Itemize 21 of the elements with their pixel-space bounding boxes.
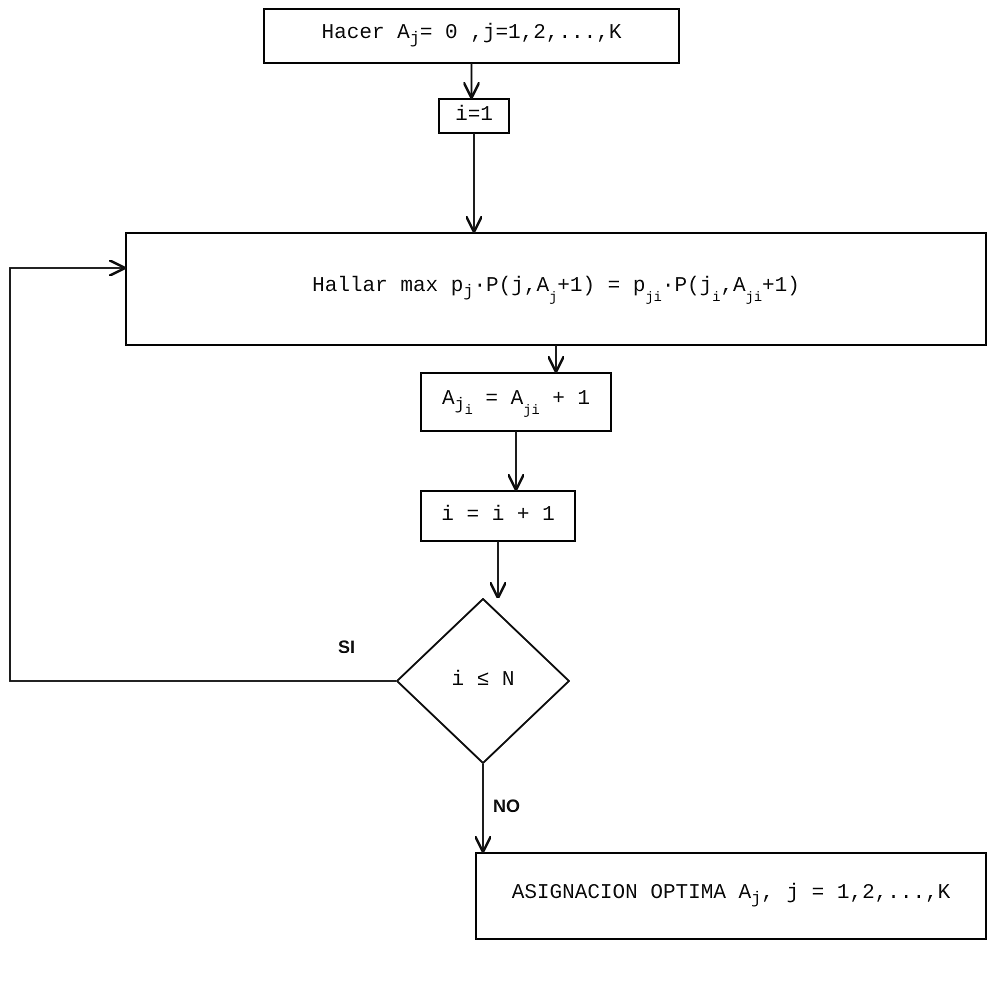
- arrow: [464, 134, 484, 234]
- arrow: [474, 764, 492, 854]
- process-box: [125, 232, 987, 346]
- process-box: [420, 372, 612, 432]
- arrow: [506, 432, 526, 492]
- process-box: [475, 852, 987, 940]
- process-box: [420, 490, 576, 542]
- node-text: i = i + 1: [441, 503, 555, 529]
- arrow: [546, 346, 566, 374]
- decision-diamond: [396, 598, 570, 764]
- arrow: [462, 64, 481, 100]
- arrow: [488, 542, 508, 600]
- arrow: [9, 258, 396, 682]
- node-text: Hallar max p$_{j}$·P(j,A$_{j}$+1) = p$_{j}$$_{i}$·P(j$_{i}$,A$_{j}$$_{i}$+1): [312, 274, 800, 304]
- process-box: [438, 98, 510, 134]
- node-text: ASIGNACION OPTIMA A$_{j}$, j = 1,2,...,K: [512, 881, 950, 911]
- node-text: i=1: [455, 103, 493, 129]
- node-text: Hacer A$_{j}$= 0 ,j=1,2,...,K: [322, 21, 622, 51]
- process-box: [263, 8, 680, 64]
- node-text: A$_{j}$$_{i}$ = A$_{j}$$_{i}$ + 1: [442, 387, 590, 417]
- node-text: i ≤ N: [451, 668, 514, 694]
